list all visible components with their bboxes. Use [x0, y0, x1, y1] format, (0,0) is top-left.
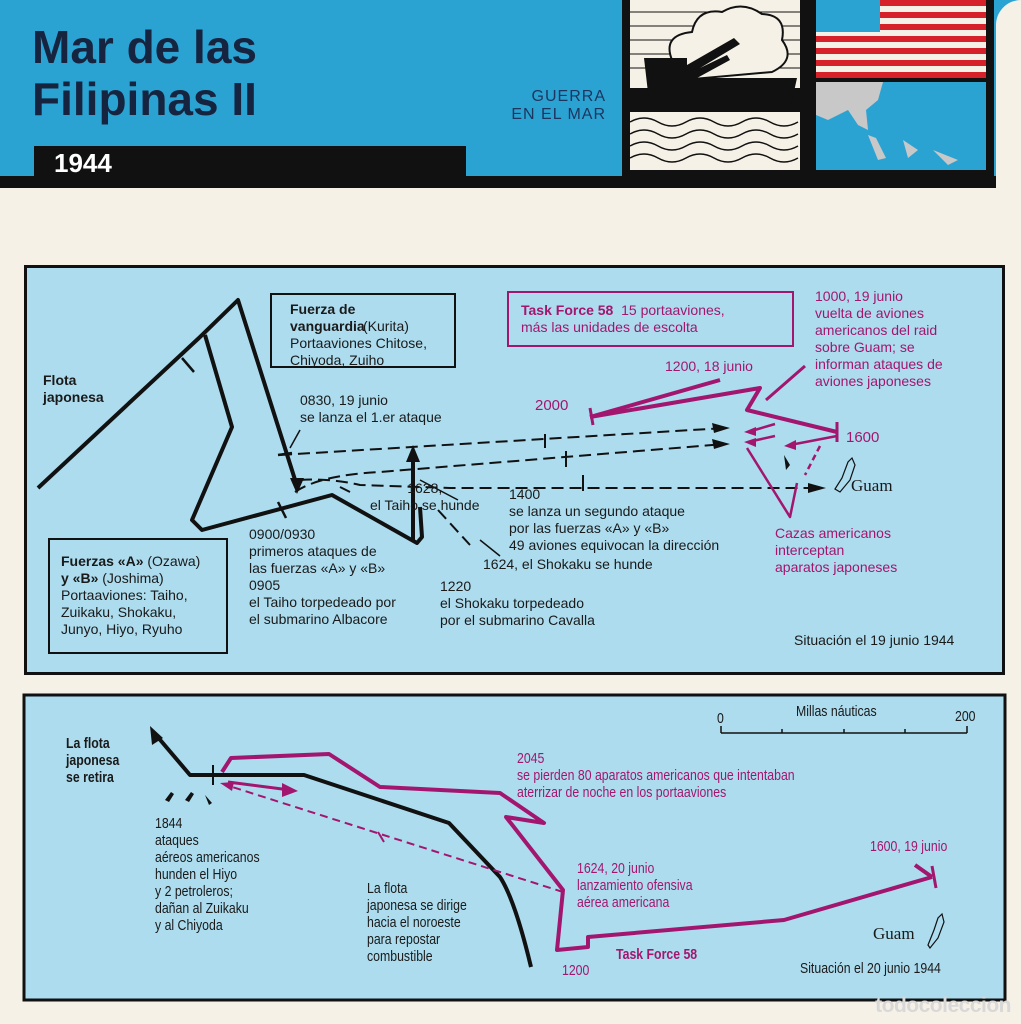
scale-title: Millas náuticas — [796, 703, 877, 720]
japanese-fleet-label: Flota japonesa — [43, 372, 104, 405]
guam-island-1 — [834, 456, 856, 493]
year: 1944 — [54, 148, 112, 178]
title-line-2: Filipinas II — [32, 73, 257, 125]
tf58-label-2: Task Force 58 — [616, 946, 698, 963]
taiho-sinks-note: 1628,el Taiho se hunde — [370, 480, 480, 513]
guam-label: Guam — [851, 476, 893, 495]
scale-min: 0 — [717, 710, 724, 727]
time-1600-june19: 1600, 19 junio — [870, 838, 948, 855]
task-force-58-route-june-20 — [220, 752, 933, 952]
warship-icon — [622, 0, 808, 176]
tf58-box — [507, 291, 794, 347]
forces-ab-label: Fuerzas «A» (Ozawa) y «B» (Joshima) Port… — [61, 553, 201, 637]
vanguard-box — [270, 293, 456, 368]
category-line-1: GUERRA — [531, 88, 606, 105]
situation-june-20: Situación el 20 junio 1944 — [800, 960, 941, 977]
japanese-fleet-route — [36, 298, 299, 490]
guam-island-2 — [927, 912, 945, 950]
us-air-strike — [225, 784, 564, 893]
card-corner — [996, 0, 1021, 188]
map-june-19 — [24, 265, 1005, 675]
vanguard-label: Fuerza de vanguardia — [290, 301, 365, 334]
japanese-retreat-route — [154, 733, 533, 968]
header-divider — [0, 176, 1021, 188]
forces-ab-box — [48, 538, 228, 654]
task-force-58-route — [589, 378, 838, 519]
vanguard-carriers-2: Chiyoda, Zuiho — [290, 352, 385, 368]
time-2000: 2000 — [535, 397, 569, 414]
title-line-1: Mar de las — [32, 21, 257, 73]
japanese-forces-ab-route — [190, 334, 424, 545]
time-1200-june18: 1200, 18 junio — [665, 358, 753, 374]
japanese-air-strikes — [279, 427, 820, 546]
us-flag-icon — [808, 0, 994, 176]
situation-june-19: Situación el 19 junio 1944 — [794, 632, 955, 648]
category-line-2: EN EL MAR — [511, 106, 606, 123]
scale-bar — [720, 726, 968, 734]
vanguard-commander: (Kurita) — [363, 318, 409, 334]
tf58-label: Task Force 58 15 portaaviones,más las un… — [521, 302, 725, 335]
time-1600: 1600 — [846, 429, 880, 446]
watermark-logo: todocoleccion — [875, 994, 1011, 1017]
vanguard-carriers: Portaaviones Chitose, — [290, 335, 427, 351]
guam-label-2: Guam — [873, 924, 915, 943]
map-june-20 — [22, 693, 1007, 1002]
time-1200: 1200 — [562, 962, 590, 979]
asia-pacific-map-icon — [816, 82, 883, 130]
scale-max: 200 — [955, 708, 976, 725]
shokaku-sinks-note: 1624, el Shokaku se hunde — [483, 556, 653, 572]
year-box — [34, 146, 466, 178]
